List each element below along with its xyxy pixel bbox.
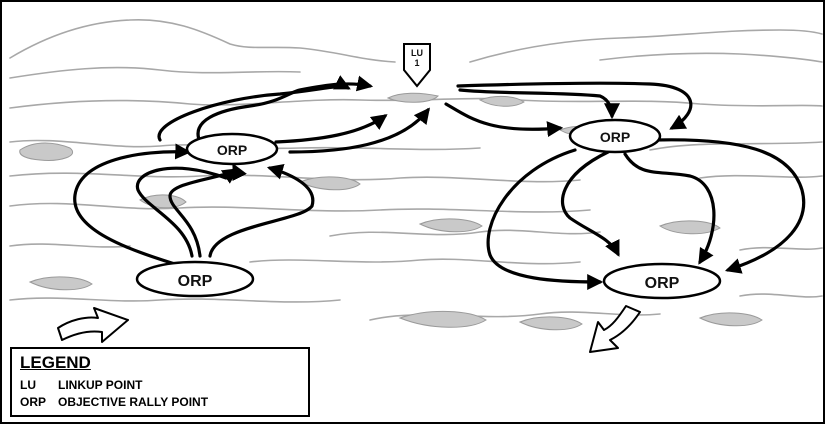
legend-abbr: LU (20, 378, 36, 392)
route-arrow (486, 148, 604, 290)
route-arrow (653, 138, 806, 274)
linkup-marker: LU 1 (403, 43, 431, 88)
orp-upper-right: ORP (568, 118, 662, 154)
exit-arrow (589, 305, 641, 353)
orp-label: ORP (178, 273, 213, 290)
route-arrow (274, 114, 388, 144)
legend-meaning: OBJECTIVE RALLY POINT (58, 395, 209, 409)
orp-upper-left: ORP (185, 132, 279, 166)
linkup-label-line2: 1 (414, 58, 419, 68)
entry-arrow (57, 307, 129, 343)
linkup-site (386, 92, 439, 103)
orp-lower-right: ORP (602, 262, 722, 300)
legend-abbr: ORP (20, 395, 47, 409)
route-arrow (444, 102, 564, 138)
route-arrow (208, 164, 315, 258)
route-arrow (561, 150, 620, 257)
legend-meaning: LINKUP POINT (58, 378, 143, 392)
route-arrow (168, 168, 239, 258)
legend-item: ORP OBJECTIVE RALLY POINT (20, 394, 308, 411)
route-arrow (456, 81, 693, 130)
route-arrow (157, 75, 351, 142)
orp-label: ORP (645, 275, 680, 292)
orp-label: ORP (600, 129, 630, 145)
legend-item: LU LINKUP POINT (20, 377, 308, 394)
route-arrow (623, 152, 716, 265)
terrain-sketch (9, 18, 823, 331)
orp-lower-left: ORP (135, 260, 255, 298)
route-arrow (458, 88, 620, 120)
route-arrow (288, 107, 430, 154)
orp-label: ORP (217, 142, 247, 158)
legend-box: LEGEND LU LINKUP POINT ORP OBJECTIVE RALLY… (10, 347, 310, 417)
linkup-label-line1: LU (411, 48, 423, 58)
legend-title: LEGEND (20, 353, 91, 372)
route-arrow (73, 143, 192, 267)
route-arrows (73, 75, 806, 290)
